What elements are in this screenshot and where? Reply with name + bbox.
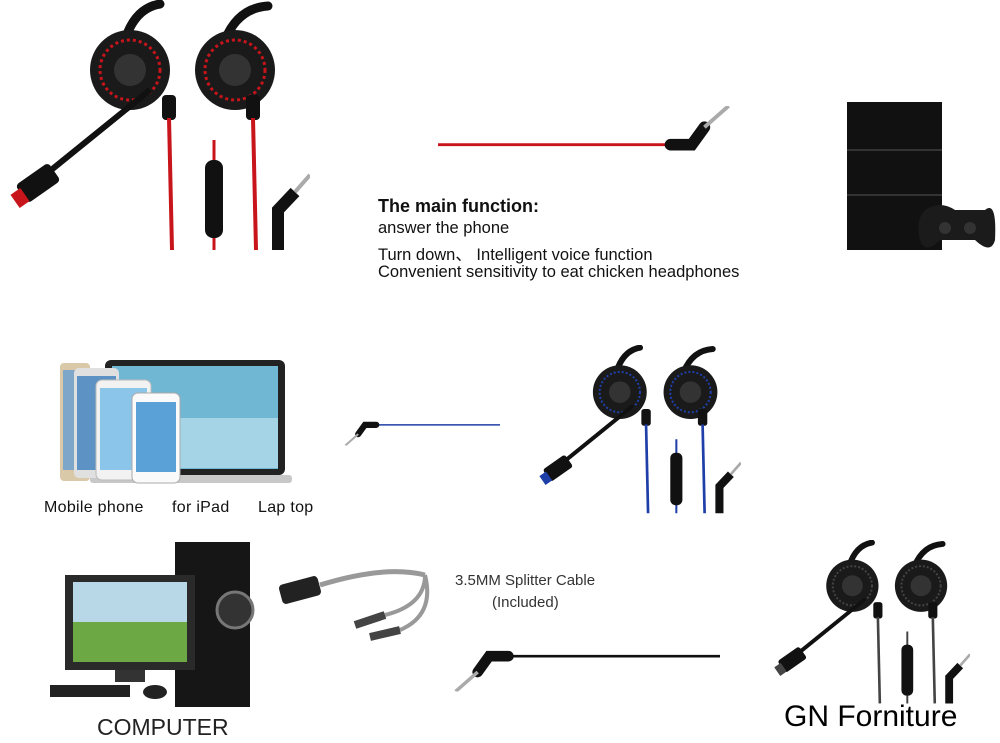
function-line: Convenient sensitivity to eat chicken he… xyxy=(378,263,740,281)
black-headset-image xyxy=(752,540,992,710)
splitter-label: 3.5MM Splitter Cable xyxy=(455,572,596,589)
blue-cable-image xyxy=(335,400,500,460)
main-function-title: The main function: xyxy=(378,196,539,216)
function-line: Turn down、 Intelligent voice function xyxy=(378,246,653,264)
red-headset-image xyxy=(0,0,320,260)
mobile-phone-label: Mobile phone xyxy=(44,499,144,516)
watermark-text: GN Forniture xyxy=(784,700,958,733)
black-cable-image xyxy=(438,635,720,695)
splitter-included-label: (Included) xyxy=(492,594,559,611)
splitter-cable-image xyxy=(278,569,430,641)
computer-label: COMPUTER xyxy=(97,714,229,740)
blue-headset-image xyxy=(530,345,750,520)
game-console-image xyxy=(847,102,996,250)
red-cable-image xyxy=(438,105,748,165)
laptop-label: Lap top xyxy=(258,499,314,516)
function-line: answer the phone xyxy=(378,219,510,237)
computer-image xyxy=(50,542,255,707)
mobile-devices-image xyxy=(60,360,292,484)
ipad-label: for iPad xyxy=(172,499,230,516)
